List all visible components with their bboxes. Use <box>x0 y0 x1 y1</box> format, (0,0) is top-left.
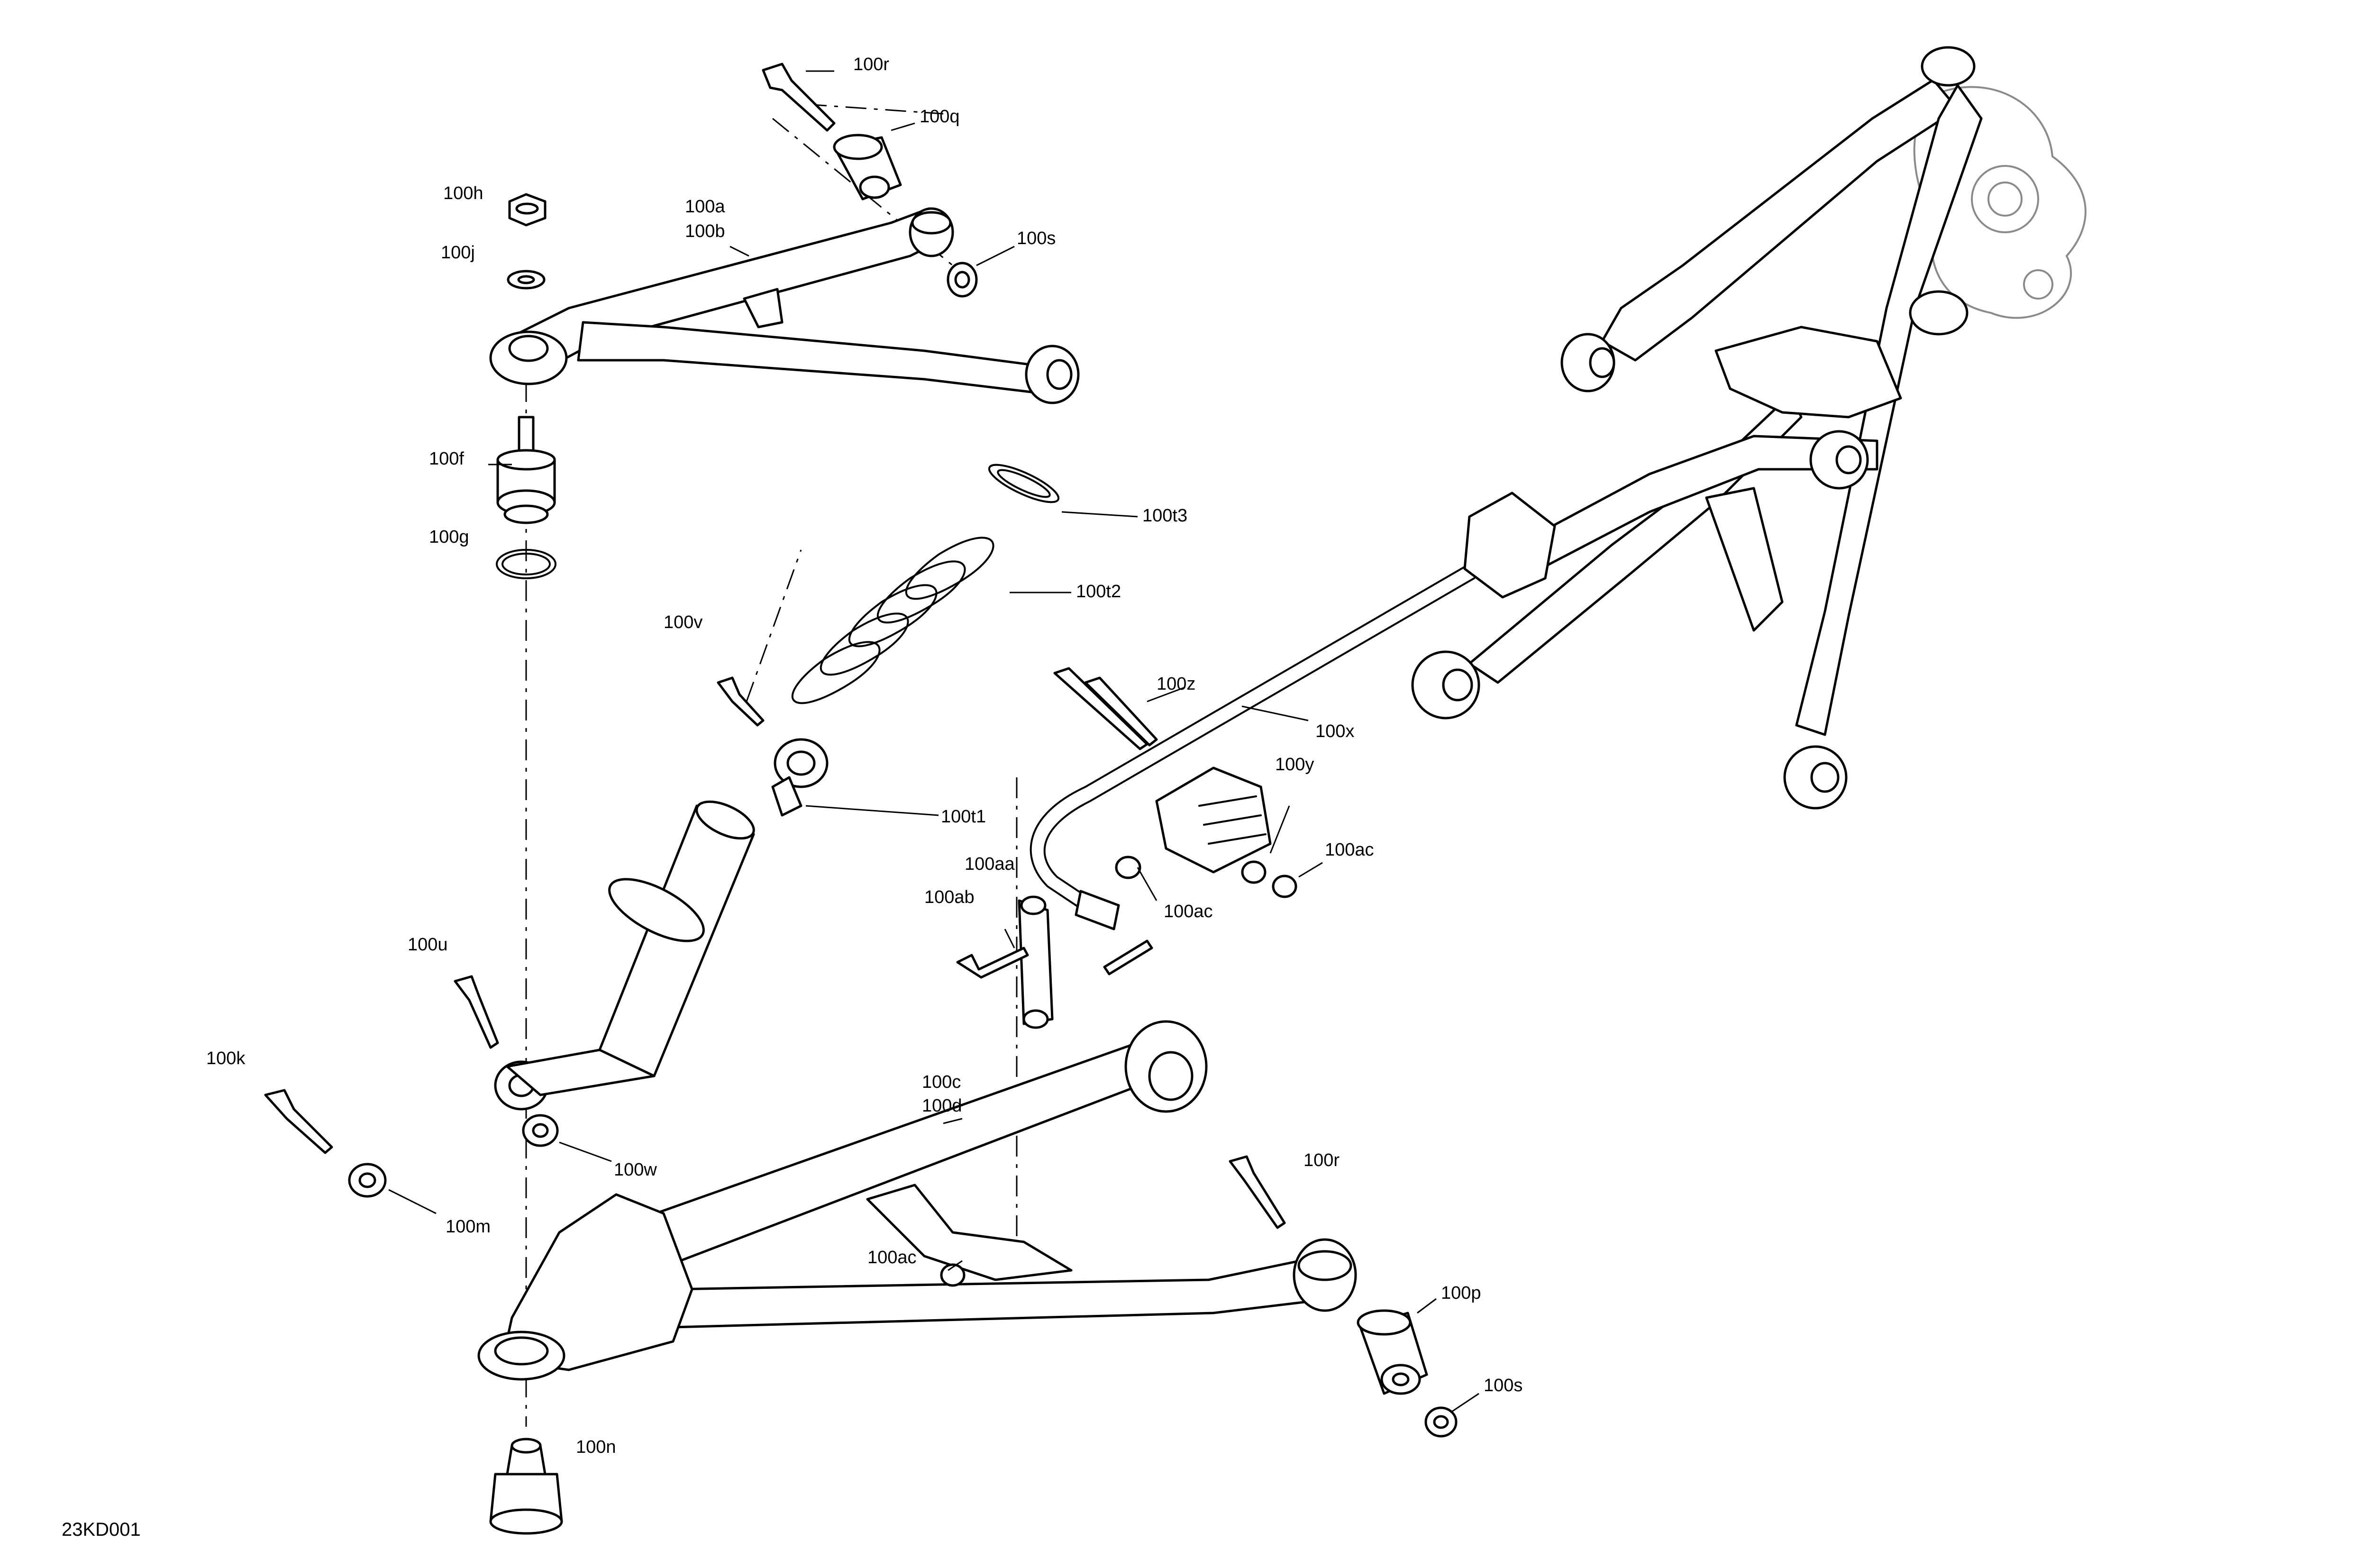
bolt-icon <box>1103 939 1153 975</box>
nut-icon <box>1424 1406 1458 1438</box>
ball-joint-upper-icon <box>496 416 556 524</box>
bolt-icon <box>956 947 1029 979</box>
sway-bar-end-icon <box>1030 563 1475 930</box>
sway-hardware <box>956 667 1297 979</box>
nut-icon <box>940 1263 966 1287</box>
callout-100ab: 100ab <box>924 887 975 907</box>
callout-labels: 100r 100q 100h 100a 100b 100s 100j 100f … <box>62 55 1522 1540</box>
callout-100y: 100y <box>1275 755 1314 775</box>
drawing-code: 23KD001 <box>62 1519 141 1540</box>
assembled-front-suspension-icon <box>1411 46 2087 810</box>
callout-100aa: 100aa <box>965 854 1015 874</box>
callout-100t1: 100t1 <box>941 807 986 827</box>
callout-100h: 100h <box>443 183 483 203</box>
callout-100b: 100b <box>685 221 725 241</box>
nut-icon <box>1115 856 1141 879</box>
nut-icon <box>522 1114 559 1147</box>
nut-icon <box>1241 860 1267 884</box>
callout-100ac-right: 100ac <box>1325 840 1374 860</box>
callout-100s-bottom: 100s <box>1484 1376 1522 1395</box>
callout-100k: 100k <box>206 1048 246 1068</box>
sway-bar-mount-icon <box>1155 766 1272 874</box>
nut-icon <box>947 262 978 298</box>
callout-100n: 100n <box>576 1437 616 1457</box>
bolt-icon <box>454 975 499 1049</box>
callout-100ac-mid: 100ac <box>1164 902 1213 921</box>
callout-100a: 100a <box>685 197 725 217</box>
callout-100p: 100p <box>1441 1283 1481 1303</box>
callout-100q: 100q <box>920 107 960 127</box>
lower-arm-hardware <box>940 1155 1458 1438</box>
shock-hardware <box>264 676 765 1198</box>
callout-100u: 100u <box>408 935 448 955</box>
leader-lines <box>388 70 1479 1413</box>
callout-100r-bottom: 100r <box>1304 1150 1340 1170</box>
bolt-icon <box>717 676 765 727</box>
callout-100x: 100x <box>1315 721 1354 741</box>
bolt-icon <box>762 63 836 132</box>
callout-100j: 100j <box>441 243 475 263</box>
callout-100d: 100d <box>922 1096 962 1116</box>
bushing-icon <box>1357 1309 1428 1395</box>
callout-100f: 100f <box>429 449 464 469</box>
bolt-icon <box>1229 1155 1286 1229</box>
assembly-axis-lines <box>525 103 1018 1427</box>
nut-icon <box>508 193 547 227</box>
nut-icon <box>348 1163 387 1198</box>
spring-seat-icon <box>988 464 1060 503</box>
callout-100m: 100m <box>446 1217 491 1237</box>
nut-icon <box>1272 875 1297 898</box>
circlip-icon <box>496 549 556 579</box>
callout-100c: 100c <box>922 1072 961 1092</box>
callout-100t2: 100t2 <box>1076 582 1121 602</box>
bolt-icon <box>1084 676 1158 747</box>
callout-100ac-low: 100ac <box>867 1248 917 1267</box>
ball-joint-lower-icon <box>489 1438 563 1535</box>
callout-100g: 100g <box>429 527 469 547</box>
bushing-icon <box>833 134 902 201</box>
callout-100t3: 100t3 <box>1142 506 1187 526</box>
washer-icon <box>507 270 546 290</box>
upper-arm-hardware <box>507 63 978 298</box>
link-rod-icon <box>1018 895 1054 1029</box>
coil-spring-icon <box>791 537 994 704</box>
upper-control-arm-icon <box>489 207 1080 404</box>
shock-absorber-icon <box>494 738 829 1111</box>
callout-100s-top: 100s <box>1017 228 1056 248</box>
lower-control-arm-icon <box>477 1020 1357 1381</box>
bolt-icon <box>264 1089 333 1154</box>
callout-100v: 100v <box>664 612 702 632</box>
callout-100w: 100w <box>614 1160 657 1180</box>
callout-100r-top: 100r <box>853 55 889 74</box>
callout-100z: 100z <box>1157 674 1195 694</box>
